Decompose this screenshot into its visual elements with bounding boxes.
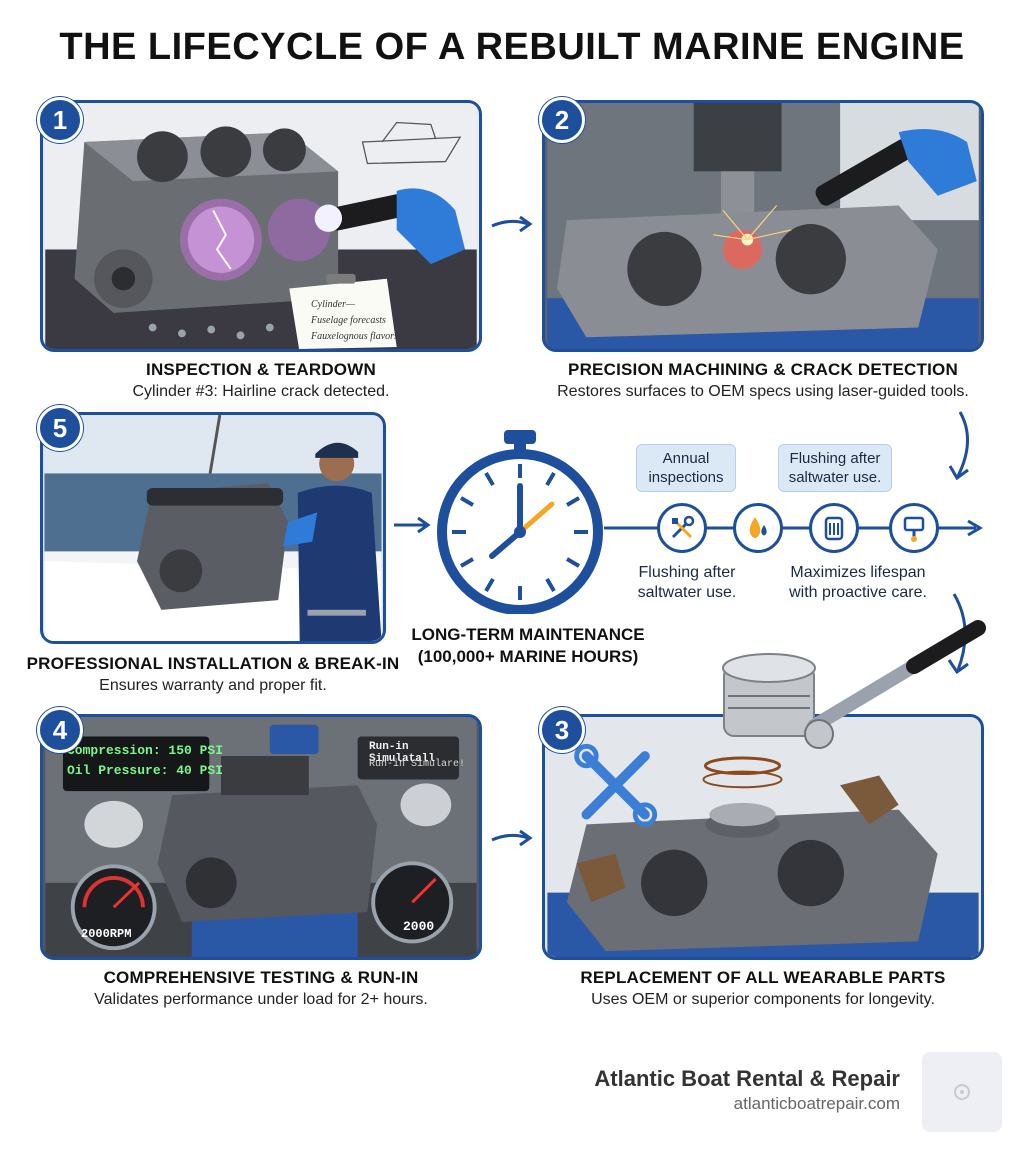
clipboard-line-3: Fauxelognous flavors [311,331,398,342]
step-heading: REPLACEMENT OF ALL WEARABLE PARTS [580,968,946,987]
step-badge-5: 5 [37,405,83,451]
step-badge-4: 4 [37,707,83,753]
timeline-label-flushing: Flushing after saltwater use. [637,564,737,601]
timeline-label-lifespan: Maximizes lifespan with proactive care. [789,564,927,601]
clipboard-line-1: Cylinder— [311,299,355,310]
compression-readout: Compression: 150 PSI [67,743,224,758]
panel-machining [542,100,984,352]
arrow-right-icon [491,215,533,233]
gauge-right-readout: 2000 [403,919,435,934]
clipboard-line-2: Fuselage forecasts [311,315,386,326]
logo-icon [954,1084,970,1100]
stopwatch-icon [437,430,603,614]
step-heading: INSPECTION & TEARDOWN [146,360,376,379]
brand-url[interactable]: atlanticboatrepair.com [733,1094,900,1113]
brand-block: Atlantic Boat Rental & Repair atlanticbo… [594,1066,900,1114]
step-caption-2: PRECISION MACHINING & CRACK DETECTION Re… [520,360,1006,401]
panel-testing: Compression: 150 PSI Oil Pressure: 40 PS… [40,714,482,960]
panel-replacement [542,714,984,960]
timeline-node-piston [889,503,939,553]
replacement-illustration [547,717,979,957]
filter-icon [824,516,844,541]
arrow-right-icon [394,516,431,534]
step-heading: PRECISION MACHINING & CRACK DETECTION [568,360,958,379]
engine-block-illustration [45,103,477,349]
step-description: Cylinder #3: Hairline crack detected. [132,383,390,400]
oil-drop-icon [749,517,767,538]
panel-installation [40,412,386,644]
run-in-label-2: Run-in Simulare! [369,759,466,770]
step-description: Restores surfaces to OEM specs using las… [557,383,969,400]
brand-name: Atlantic Boat Rental & Repair [594,1066,900,1091]
piston-wrench-illustration [722,620,986,749]
step-caption-3: REPLACEMENT OF ALL WEARABLE PARTS Uses O… [520,968,1006,1009]
panel-inspection: Cylinder— Fuselage forecasts Fauxelognou… [40,100,482,352]
brand-logo [922,1052,1002,1132]
step-heading: COMPREHENSIVE TESTING & RUN-IN [103,968,419,987]
step-description: Ensures warranty and proper fit. [99,677,327,694]
step-description: Validates performance under load for 2+ … [94,991,428,1008]
step-caption-1: INSPECTION & TEARDOWN Cylinder #3: Hairl… [40,360,482,401]
step-badge-1: 1 [37,97,83,143]
oil-pressure-readout: Oil Pressure: 40 PSI [67,763,224,778]
arrow-right-icon [491,829,533,847]
maintenance-heading: LONG-TERM MAINTENANCE (100,000+ MARINE H… [411,625,645,666]
timeline-node-filter [809,503,859,553]
piston-icon [903,516,925,542]
callout-flushing: Flushing after saltwater use. [778,444,892,492]
machining-illustration [547,103,979,349]
page-title: THE LIFECYCLE OF A REBUILT MARINE ENGINE [59,26,965,68]
step-description: Uses OEM or superior components for long… [591,991,935,1008]
step-badge-3: 3 [539,707,585,753]
installation-illustration [44,415,382,641]
gauge-left-readout: 2000RPM [81,927,132,941]
step-caption-5: PROFESSIONAL INSTALLATION & BREAK-IN Ens… [20,654,406,695]
timeline-node-tools [657,503,707,553]
tools-icon [671,515,695,539]
run-in-label-1: Run-in Simulatall [369,741,436,765]
step-badge-2: 2 [539,97,585,143]
callout-annual-inspections: Annual inspections [636,444,736,492]
timeline-node-oil [733,503,783,553]
step-caption-4: COMPREHENSIVE TESTING & RUN-IN Validates… [40,968,482,1009]
step-heading: PROFESSIONAL INSTALLATION & BREAK-IN [26,654,400,673]
testing-illustration [45,717,477,957]
arrow-curve-down-icon [948,411,970,481]
